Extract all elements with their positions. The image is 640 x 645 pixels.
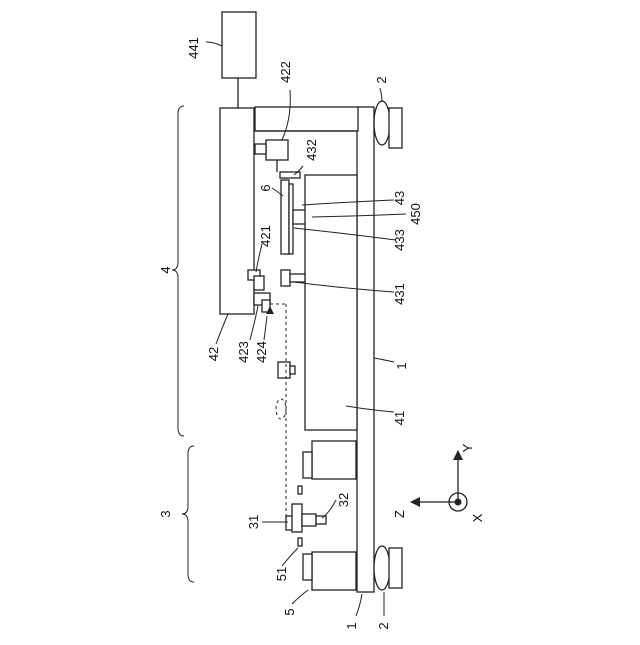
label-31: 31 — [246, 515, 261, 529]
label-432: 432 — [304, 139, 319, 161]
label-422: 422 — [278, 61, 293, 83]
dashed-ellipse — [276, 399, 286, 419]
label-1-bottom: 1 — [344, 622, 359, 629]
leader-42 — [216, 314, 228, 344]
label-4: 4 — [158, 266, 173, 273]
label-3: 3 — [158, 510, 173, 517]
holder-lower-lip — [303, 554, 312, 580]
label-2-bottom: 2 — [376, 622, 391, 629]
label-42: 42 — [206, 347, 221, 361]
label-41: 41 — [392, 411, 407, 425]
roller-block-top — [389, 108, 402, 148]
leader-421 — [256, 244, 262, 272]
carriage-block-42 — [220, 108, 254, 314]
plate-6 — [281, 180, 289, 254]
leader-1a — [374, 358, 394, 362]
brace-3 — [182, 446, 194, 582]
label-32: 32 — [336, 493, 351, 507]
holder-upper-lip — [303, 452, 312, 478]
holder-upper — [312, 441, 356, 479]
shim-1 — [298, 486, 302, 494]
roller-block-bottom — [389, 548, 402, 588]
leader-424 — [264, 316, 267, 340]
axis-label-y: Y — [460, 443, 475, 452]
label-423: 423 — [236, 341, 251, 363]
label-441: 441 — [186, 37, 201, 59]
leader-1b — [356, 594, 362, 616]
axis-label-x: X — [470, 513, 485, 522]
coordinate-axes — [410, 450, 467, 511]
label-431: 431 — [392, 283, 407, 305]
part-431 — [281, 270, 290, 286]
part-mid — [278, 362, 290, 378]
part-mid-cap — [290, 366, 295, 374]
stage-41 — [305, 175, 357, 430]
label-421: 421 — [258, 225, 273, 247]
gantry-top-beam — [255, 107, 358, 131]
part-431-base — [290, 274, 305, 282]
base-plate-1 — [357, 107, 374, 592]
label-43: 43 — [392, 191, 407, 205]
label-5: 5 — [282, 608, 297, 615]
part-421-b — [254, 276, 264, 290]
label-424: 424 — [254, 341, 269, 363]
label-1-mid: 1 — [394, 362, 409, 369]
leader-441 — [206, 42, 222, 46]
brace-4 — [172, 106, 184, 436]
component-422-flange — [255, 144, 266, 154]
z-axis-arrowhead — [410, 497, 420, 507]
shim-2 — [298, 538, 302, 546]
leader-2a — [380, 88, 382, 102]
label-6: 6 — [258, 184, 273, 191]
gripper-32-tip — [316, 516, 326, 524]
label-433: 433 — [392, 229, 407, 251]
roller-top — [374, 101, 390, 145]
gripper-32 — [302, 514, 316, 526]
label-51: 51 — [274, 567, 289, 581]
leader-51 — [282, 548, 298, 566]
controller-box-441 — [222, 12, 256, 78]
roller-bottom — [374, 546, 390, 590]
axis-label-z: Z — [392, 510, 407, 518]
holder-lower — [312, 552, 356, 590]
leader-5 — [292, 590, 308, 604]
x-axis-dot — [455, 499, 462, 506]
component-422 — [266, 140, 288, 160]
label-2-top: 2 — [374, 76, 389, 83]
label-450: 450 — [408, 203, 423, 225]
gripper-31-body — [292, 504, 302, 532]
leader-32 — [322, 500, 336, 518]
